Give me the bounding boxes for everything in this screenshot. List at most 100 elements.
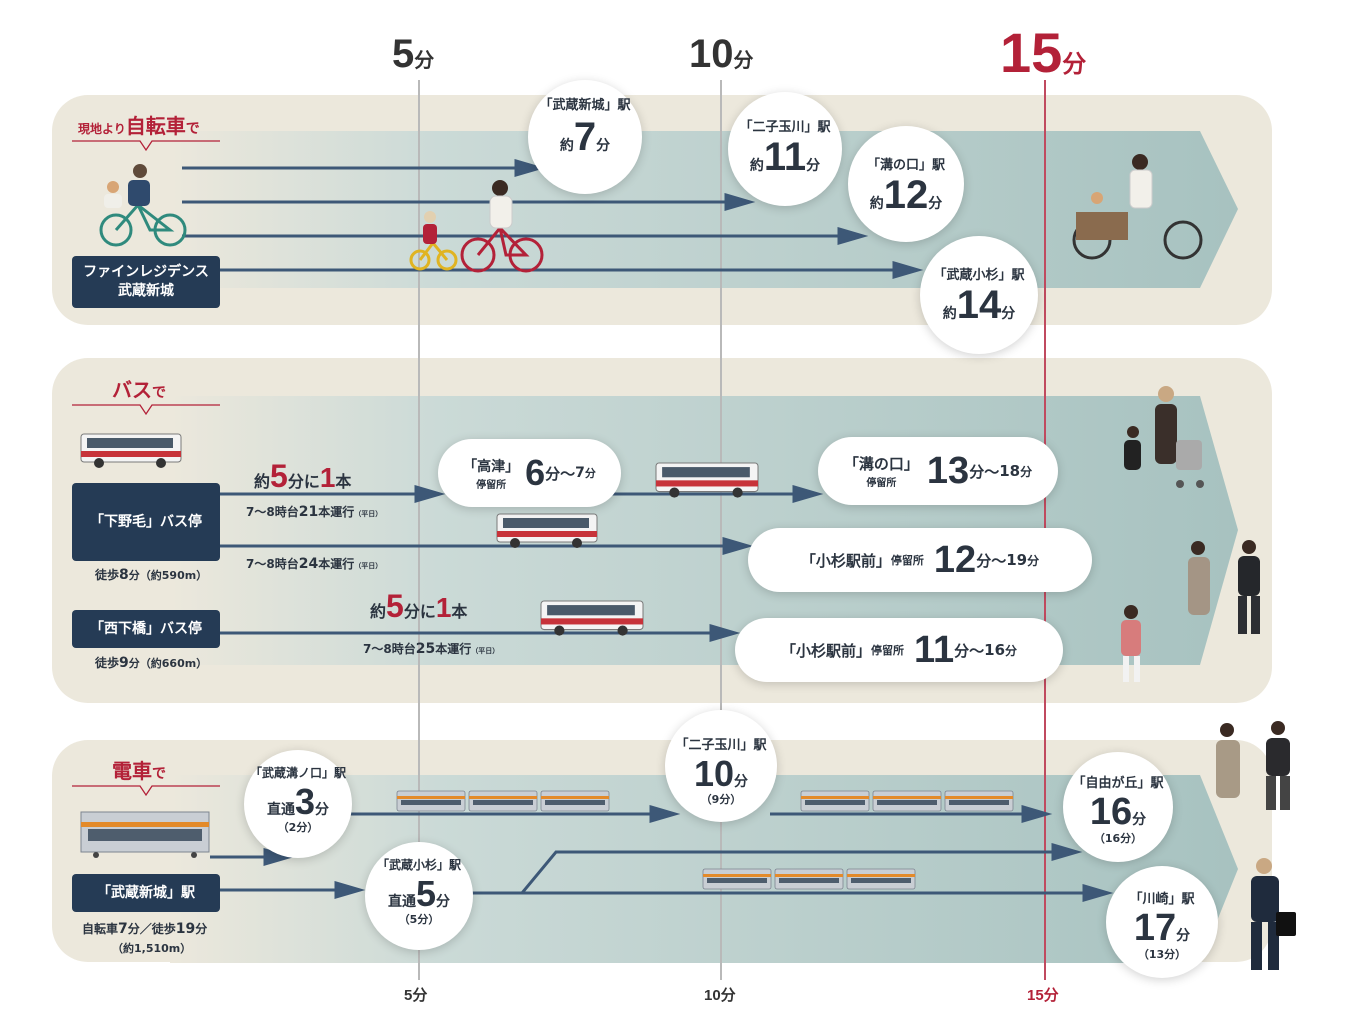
dest-name: 「川崎」駅 [1129, 892, 1195, 907]
bicycle-band [170, 131, 1238, 288]
bottom-label-5: 5分 [404, 987, 428, 1004]
bus-frequency-1: 約5分に1本 [254, 458, 351, 495]
dest-minutes: 13 [926, 449, 970, 492]
dest-unit: 分～ [976, 551, 1007, 570]
dest-prefix: 約 [749, 158, 764, 174]
dest-minutes: 11 [763, 135, 807, 179]
train-icon [396, 790, 610, 812]
dest-minutes: 11 [913, 628, 955, 671]
run-num: 24 [298, 556, 319, 572]
train-title-post: で [152, 766, 166, 782]
dest-minutes: 16 [1089, 791, 1133, 833]
child-cyclist-icon [423, 211, 437, 244]
dest-minutes: 12 [883, 173, 929, 217]
dest-unit: 分 [928, 196, 943, 212]
dest-note: （5分） [398, 913, 440, 926]
bike-dest-futako-tamagawa: 「二子玉川」駅 約11分 [728, 92, 842, 206]
dest-unit-max: 分 [584, 467, 596, 480]
dest-unit-max: 分 [1020, 464, 1033, 479]
bus-title-main: バス [112, 378, 152, 402]
run-num: 25 [415, 641, 436, 657]
bike-dest-musashi-shinjo: 「武蔵新城」駅 約7分 [528, 80, 642, 194]
access-a-pre: 自転車 [82, 922, 119, 936]
dest-sub: 停留所 [890, 554, 924, 567]
dest-minutes: 10 [693, 753, 735, 794]
dest-prefix: 約 [869, 196, 884, 212]
time-marker-10-number: 10 [689, 32, 734, 76]
bottom-label-15: 15分 [1027, 987, 1059, 1004]
bus-band [170, 396, 1238, 665]
dest-name: 「二子玉川」駅 [739, 120, 831, 135]
freq-mid: 分に [287, 472, 320, 491]
walk-post: 分（約660m） [128, 657, 208, 670]
access-a-mid: 分／徒歩 [127, 922, 176, 936]
bicycle-title-pre: 現地より [78, 122, 126, 136]
dest-minutes-max: 19 [1006, 551, 1028, 569]
cyclist-icon [489, 180, 513, 229]
walk-num: 8 [119, 567, 129, 583]
cyclist-icon [99, 202, 187, 247]
dest-note: （13分） [1137, 948, 1187, 961]
dest-note: （16分） [1093, 832, 1143, 845]
origin-fine-residence: ファインレジデンス 武蔵新城 [72, 256, 220, 308]
dest-sub: 停留所 [870, 644, 904, 657]
dest-minutes: 12 [933, 538, 977, 581]
run-num: 21 [298, 504, 319, 520]
dest-name: 「小杉駅前」 [800, 551, 891, 570]
access-a-num2: 19 [175, 921, 196, 937]
dest-note: （9分） [700, 793, 742, 806]
dest-unit: 分 [734, 774, 749, 790]
pedestrian-couple-icon [1216, 721, 1290, 810]
run-note: （平日） [354, 510, 383, 518]
businessman-icon [1251, 858, 1296, 970]
bus-section-title: バスで [112, 374, 166, 403]
bottom-label-10: 10分 [704, 987, 736, 1004]
dest-prefix: 約 [559, 138, 574, 154]
train-dest-jiyugaoka: 「自由が丘」駅 16分 （16分） [1063, 752, 1173, 862]
freq-post: 本 [335, 472, 352, 491]
origin-station-access: 自転車7分／徒歩19分 [82, 920, 207, 937]
bus-stop-shimonoge-walk: 徒歩8分（約590m） [95, 566, 207, 583]
dest-unit-max: 分 [1027, 553, 1040, 568]
dest-unit: 分 [806, 158, 821, 174]
time-marker-15-unit: 分 [1062, 51, 1087, 78]
dest-prefix: 約 [942, 306, 957, 322]
time-marker-5-number: 5 [392, 32, 415, 76]
time-marker-10: 10分 [689, 32, 754, 77]
dest-name: 「武蔵小杉」駅 [933, 268, 1025, 283]
dest-unit-max: 分 [1005, 643, 1018, 658]
freq-post: 本 [451, 602, 468, 621]
dest-prefix: 直通 [387, 894, 416, 910]
dest-sub: 停留所 [476, 479, 507, 491]
dest-name: 「二子玉川」駅 [675, 738, 767, 753]
dest-name: 「溝の口」駅 [866, 158, 945, 173]
dest-name: 「高津」 [463, 458, 520, 475]
pedestrian-child-icon [1121, 605, 1141, 682]
access-a-post: 分 [195, 922, 208, 936]
train-icon [80, 811, 210, 858]
train-title-main: 電車 [112, 759, 152, 783]
run-pre: 7～8時台 [246, 505, 299, 519]
train-dest-musashi-mizonokuchi: 「武蔵溝ノ口」駅 直通3分 （2分） [244, 750, 352, 858]
dest-unit: 分～ [969, 462, 1000, 481]
bike-dest-mizonokuchi: 「溝の口」駅 約12分 [848, 126, 964, 242]
train-dest-musashi-kosugi: 「武蔵小杉」駅 直通5分 （5分） [365, 842, 473, 950]
cyclist-icon [104, 164, 150, 208]
freq-num: 5 [270, 458, 288, 494]
dest-name: 「溝の口」 [843, 455, 919, 473]
bike-dest-musashi-kosugi: 「武蔵小杉」駅 約14分 [920, 236, 1038, 354]
bus-stop-nishishitabashi-walk: 徒歩9分（約660m） [95, 654, 207, 671]
dest-unit: 分 [315, 802, 330, 818]
run-pre: 7～8時台 [246, 557, 299, 571]
origin-line2: 武蔵新城 [118, 283, 174, 299]
time-marker-15: 15分 [1000, 20, 1086, 85]
dest-minutes: 7 [573, 115, 597, 159]
dest-name: 「武蔵小杉」駅 [376, 858, 461, 872]
dest-unit: 分 [436, 894, 451, 910]
bus-stop-shimonoge: 「下野毛」バス停 [72, 483, 220, 561]
walk-pre: 徒歩 [95, 568, 120, 582]
pedestrians-icon [1188, 540, 1260, 634]
dest-name: 「武蔵溝ノ口」駅 [249, 766, 346, 780]
